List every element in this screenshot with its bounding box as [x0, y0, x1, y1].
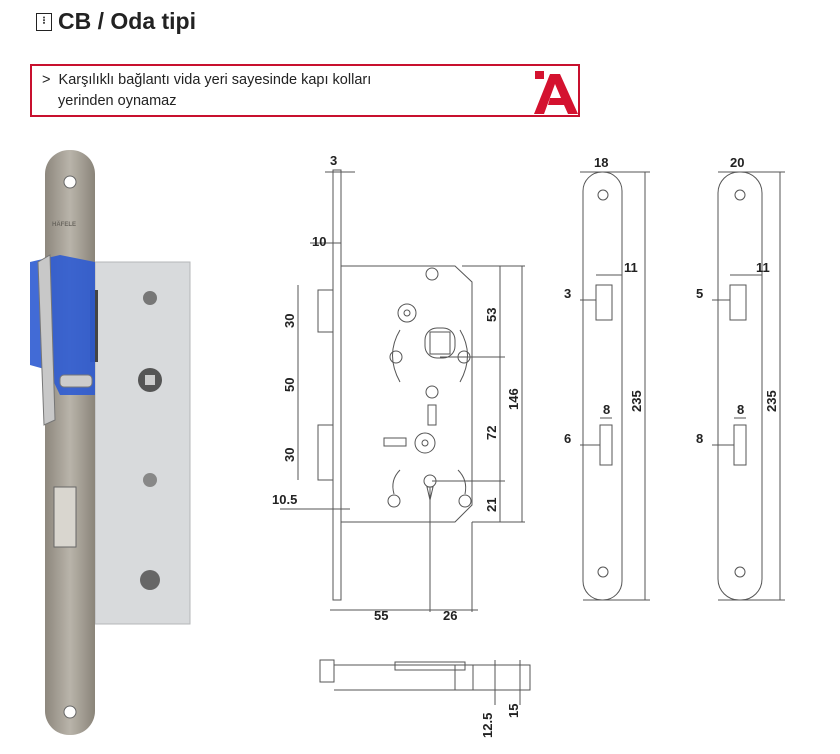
dim-b-bolt-offset: 8	[696, 431, 703, 446]
dim-side-inner: 12.5	[480, 713, 495, 738]
dim-top-to-spindle: 53	[484, 308, 499, 322]
lock-case	[94, 261, 191, 625]
notice-line-2: yerinden oynamaz	[58, 93, 177, 109]
page-title: ⁝ CB / Oda tipi	[36, 8, 196, 35]
hafele-logo	[534, 71, 578, 114]
dim-spindle-to-cylinder: 72	[484, 426, 499, 440]
dim-b-width: 20	[730, 155, 744, 170]
dim-rear-distance: 26	[443, 608, 457, 623]
dim-bolt-height: 30	[282, 448, 297, 462]
faceplate	[45, 150, 95, 735]
dim-cylinder-to-bottom: 21	[484, 498, 499, 512]
dim-case-height: 146	[506, 388, 521, 410]
faceplate-b	[712, 171, 785, 601]
dim-b-bolt-slot: 8	[737, 402, 744, 417]
dim-b-latch-offset: 5	[696, 286, 703, 301]
brand-mark: HÄFELE	[52, 221, 76, 228]
side-view-drawing	[319, 659, 531, 705]
lock-type-icon: ⁝	[36, 12, 52, 31]
feature-notice: > Karşılıklı bağlantı vida yeri sayesind…	[30, 64, 580, 117]
faceplate-a	[580, 171, 650, 601]
dim-a-latch-slot: 11	[624, 260, 638, 275]
dim-latch-to-bolt: 50	[282, 378, 297, 392]
dim-faceplate-thickness: 3	[330, 153, 337, 168]
dim-side-outer: 15	[506, 704, 521, 718]
key	[37, 254, 56, 426]
notice-text: > Karşılıklı bağlantı vida yeri sayesind…	[42, 70, 371, 112]
dim-b-length: 235	[764, 390, 779, 412]
blue-key-holder	[30, 255, 95, 395]
dim-backset: 55	[374, 608, 388, 623]
dim-a-bolt-offset: 6	[564, 431, 571, 446]
dim-a-length: 235	[629, 390, 644, 412]
dim-b-latch-slot: 11	[756, 260, 770, 275]
notice-line-1: Karşılıklı bağlantı vida yeri sayesinde …	[58, 72, 372, 88]
title-text: CB / Oda tipi	[58, 8, 196, 34]
bullet: >	[42, 72, 51, 88]
dim-latch-projection: 10	[312, 234, 326, 249]
dim-a-latch-offset: 3	[564, 286, 571, 301]
dim-latch-height: 30	[282, 314, 297, 328]
dim-bolt-offset: 10.5	[272, 492, 297, 507]
dim-a-width: 18	[594, 155, 608, 170]
dim-a-bolt-slot: 8	[603, 402, 610, 417]
